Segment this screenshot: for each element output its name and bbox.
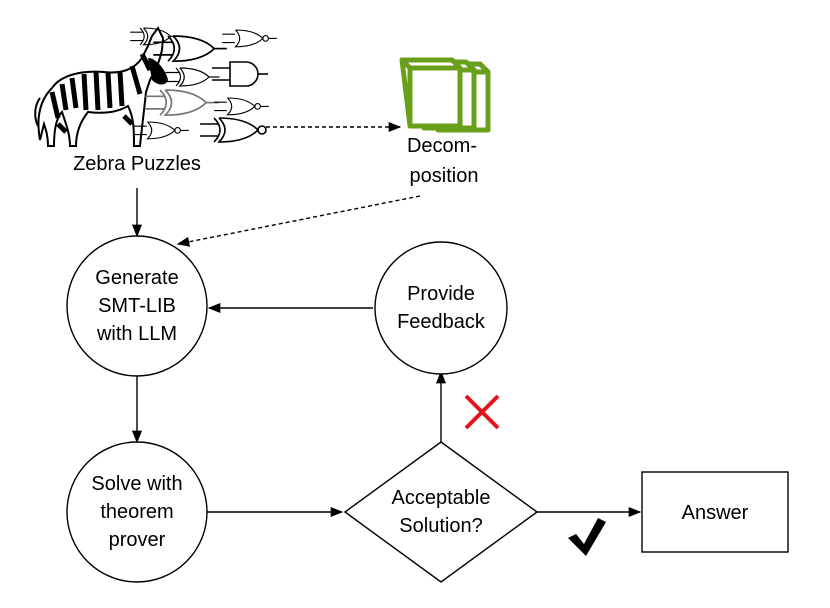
acceptable-line1: Acceptable [392,487,491,509]
reject-cross-icon [464,394,500,430]
logic-gates-icon [130,27,277,143]
edges [131,121,642,518]
decomposition-icon [399,57,491,133]
generate-line1: Generate [95,267,178,289]
solve-with-prover-node: Solve with theorem prover [66,441,208,583]
acceptable-line2: Solution? [399,515,482,537]
solve-line3: prover [109,529,166,551]
acceptable-solution-decision: Acceptable Solution? [343,441,539,583]
accept-checkmark-icon [568,518,606,556]
provide-feedback-node: Provide Feedback [374,241,508,375]
feedback-line1: Provide [407,283,475,305]
answer-label: Answer [682,502,749,524]
decomposition-label-line2: position [410,165,479,187]
answer-box: Answer [641,471,789,553]
zebra-icon [34,26,168,147]
solve-line1: Solve with [91,473,182,495]
solve-line2: theorem [100,501,173,523]
feedback-line2: Feedback [397,311,486,333]
generate-line3: with LLM [96,323,177,345]
generate-smtlib-node: Generate SMT-LIB with LLM [66,235,208,377]
zebra-puzzles-label: Zebra Puzzles [73,153,201,175]
edge-decomposition-to-generate [176,195,421,247]
decomposition-label-line1: Decom- [407,135,477,157]
generate-line2: SMT-LIB [98,295,176,317]
